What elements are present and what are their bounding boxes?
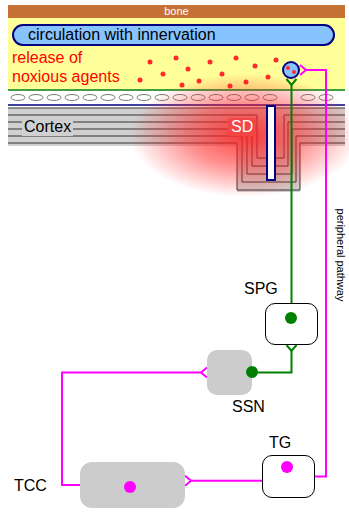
node-label: SPG xyxy=(244,280,278,298)
nerve-pathway xyxy=(287,79,297,303)
node-label: circulation with innervation xyxy=(28,26,216,44)
meninges-fill xyxy=(8,18,345,89)
circulation-bar: circulation with innervation xyxy=(12,24,335,46)
nerve-fiber xyxy=(191,480,262,482)
vessel xyxy=(283,62,299,78)
vessel-dot xyxy=(292,70,296,74)
neuron-soma xyxy=(281,461,293,473)
nucleus-box: SSN xyxy=(207,350,252,395)
synapse-terminal xyxy=(287,345,297,351)
vessel-dot xyxy=(286,66,290,70)
nerve-pathway xyxy=(300,65,326,477)
synapse-terminal xyxy=(287,79,297,85)
nerve-fiber xyxy=(291,85,293,303)
penetrating-vessel xyxy=(267,106,275,180)
node-label: bone xyxy=(8,5,345,18)
spreading-depression-glow xyxy=(130,73,349,197)
nerve-pathway xyxy=(185,476,262,486)
neuron-soma xyxy=(246,366,258,378)
node-label: release of noxious agents xyxy=(12,48,132,86)
meninges-region: release of noxious agents circulation wit… xyxy=(8,18,345,89)
neuron-soma xyxy=(285,312,297,324)
nucleus-box: TCC xyxy=(80,462,185,508)
vessel-target xyxy=(282,61,300,79)
node-label: TCC xyxy=(14,477,47,495)
nerve-fiber xyxy=(252,351,292,373)
node-label: TG xyxy=(269,434,291,452)
synapse-terminal xyxy=(300,65,306,75)
ganglion-box: SPG xyxy=(265,303,318,345)
node-label: SD xyxy=(228,118,256,136)
node-label: SSN xyxy=(232,398,265,416)
cortex-region: Cortex SD xyxy=(8,106,345,196)
bone-band: bone xyxy=(8,5,345,18)
pathway-label: peripheral pathway xyxy=(334,209,347,302)
node-label: Cortex xyxy=(22,118,73,136)
synapse-terminal xyxy=(185,476,191,486)
nerve-pathway xyxy=(252,345,297,373)
nerve-fiber xyxy=(306,70,326,477)
ganglion-box: TG xyxy=(262,455,315,498)
neuron-soma xyxy=(124,481,136,493)
